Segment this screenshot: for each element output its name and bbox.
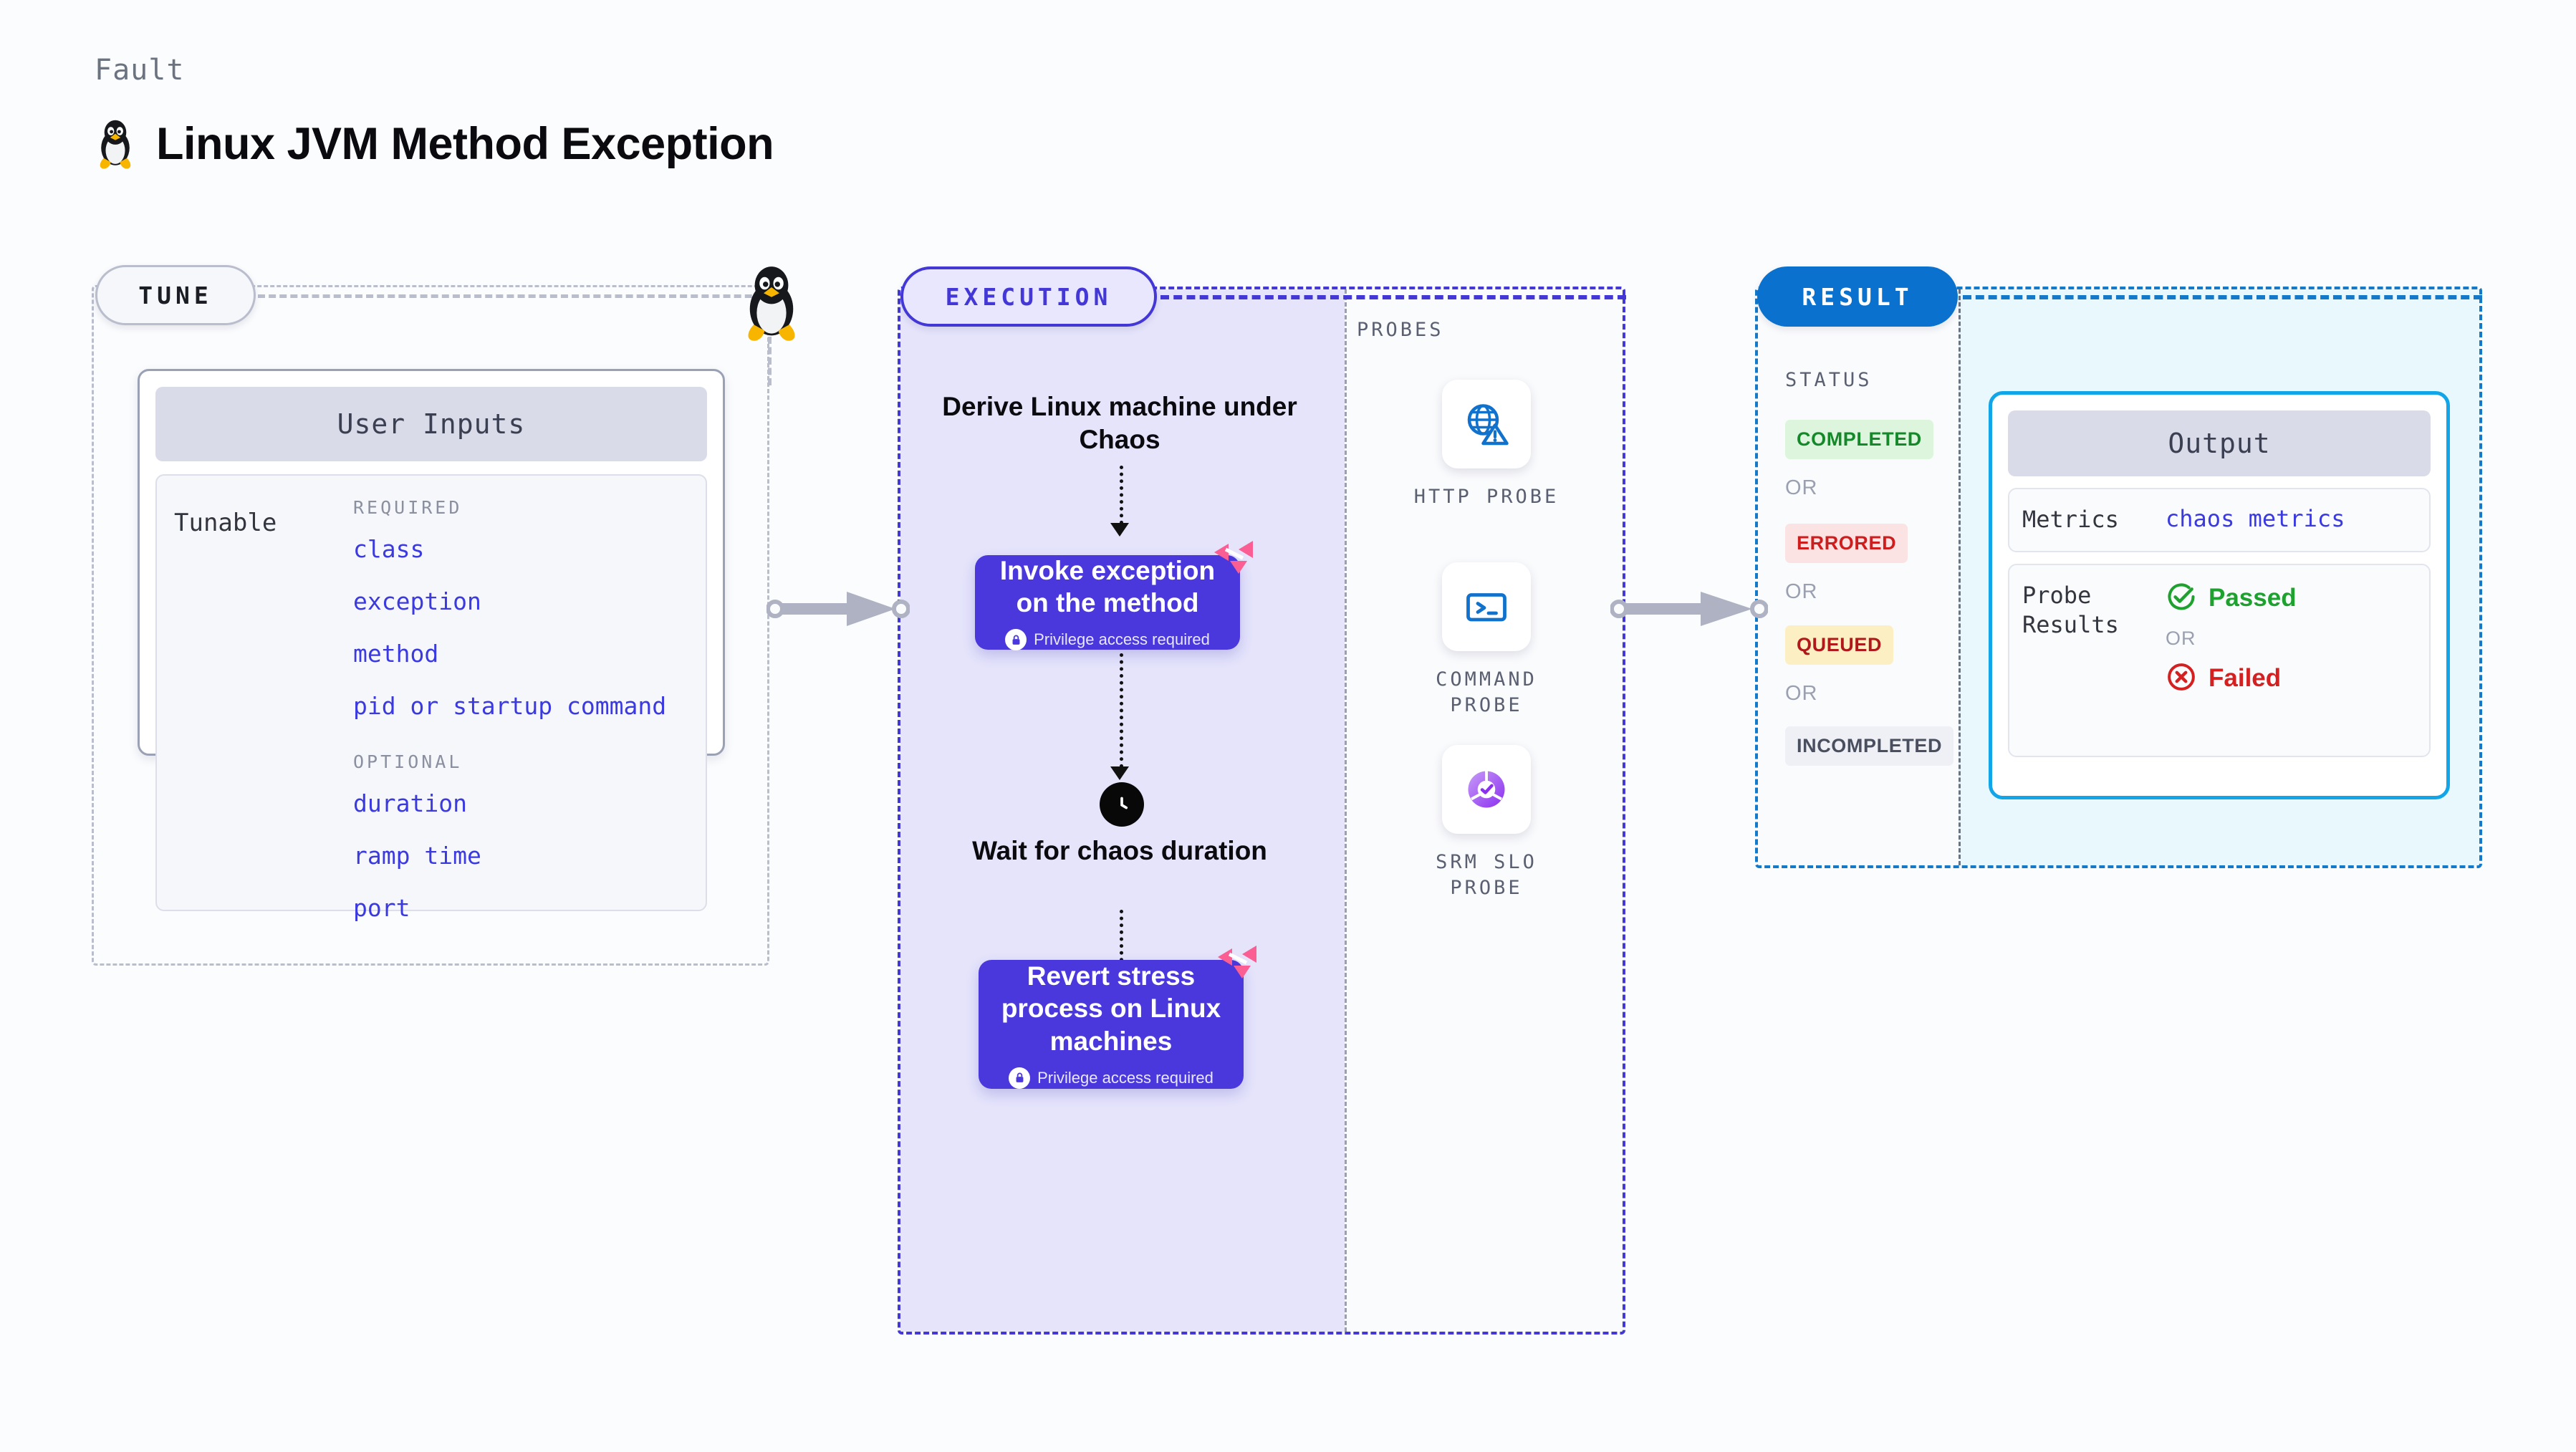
terminal-prompt-icon [1442,562,1531,651]
execution-step-derive-machine: Derive Linux machine under Chaos [942,392,1297,455]
execution-stage-badge[interactable]: EXECUTION [900,266,1157,327]
result-stage-badge[interactable]: RESULT [1757,266,1958,327]
status-badge-completed: COMPLETED [1785,420,1933,459]
probe-label-http: HTTP PROBE [1413,486,1559,508]
execution-arrowhead-2 [1110,766,1129,780]
output-probe-results-values: Passed OR Failed [2166,581,2297,740]
output-card: Output Metrics chaos metrics Probe Resul… [1989,391,2450,799]
fault-title-row: Linux JVM Method Exception [95,118,774,170]
probe-result-passed-label: Passed [2209,584,2297,612]
user-inputs-card: User Inputs Tunable REQUIRED class excep… [138,369,725,922]
probe-result-passed: Passed [2166,581,2297,616]
status-or-3: OR [1785,682,1818,705]
probe-result-or: OR [2166,627,2196,649]
probes-title: PROBES [1357,319,1444,341]
output-card-header: Output [2008,410,2431,476]
status-title: STATUS [1785,369,1873,391]
flow-arrow-tune-to-execution [766,587,910,634]
execution-connector-2 [1120,653,1123,768]
result-connector-dash [1963,295,2482,299]
x-circle-icon [2166,661,2197,696]
execution-node-revert-stress[interactable]: Revert stress process on Linux machines … [979,946,1256,1089]
output-metrics-row: Metrics chaos metrics [2008,488,2431,552]
user-inputs-header: User Inputs [155,387,707,461]
slo-donut-check-icon [1442,745,1531,834]
flow-arrow-execution-to-result [1610,587,1769,634]
lock-icon [1009,1067,1031,1089]
probe-item-srm-slo[interactable]: SRM SLO PROBE [1397,745,1576,902]
linux-penguin-icon [95,118,136,170]
clock-icon [1100,782,1144,827]
output-metrics-label: Metrics [2022,506,2119,533]
execution-node-revert-stress-sub: Privilege access required [1009,1067,1213,1089]
probe-result-failed-label: Failed [2209,664,2282,693]
page-title: Linux JVM Method Exception [156,119,774,169]
tunable-item-method[interactable]: method [353,640,439,668]
tunable-item-ramp-time[interactable]: ramp time [353,842,481,870]
tunable-item-pid-or-startup-command[interactable]: pid or startup command [353,692,667,720]
tunable-label: Tunable [174,509,277,537]
execution-node-invoke-exception[interactable]: Invoke exception on the method Privilege… [975,541,1253,651]
tune-linux-penguin-icon [732,264,811,342]
probe-label-srm-slo: SRM SLO PROBE [1436,851,1537,900]
status-or-1: OR [1785,476,1818,499]
harness-chaos-ribbon-icon [1211,537,1259,581]
tune-penguin-connector [768,337,772,385]
execution-node-invoke-exception-title: Invoke exception on the method [999,555,1216,617]
status-or-2: OR [1785,580,1818,603]
tunable-item-class[interactable]: class [353,535,425,563]
check-circle-icon [2166,581,2197,616]
harness-chaos-ribbon-icon [1215,941,1262,986]
tunable-box: Tunable REQUIRED class exception method … [155,474,707,922]
execution-connector-3 [1120,910,1123,968]
tunable-item-duration[interactable]: duration [353,789,467,817]
probe-item-http[interactable]: HTTP PROBE [1397,380,1576,510]
tunable-list: REQUIRED class exception method pid or s… [353,497,667,922]
status-output-divider [1959,289,1961,865]
group-title-required: REQUIRED [353,497,463,518]
status-fill [1758,289,1959,865]
probe-result-failed: Failed [2166,661,2297,696]
execution-node-revert-stress-title: Revert stress process on Linux machines [1001,961,1221,1056]
output-probe-results-row: Probe Results Passed OR [2008,563,2431,757]
lock-icon [1005,629,1027,651]
execution-region [898,287,1625,1335]
tune-region [92,285,769,966]
globe-warning-icon [1442,380,1531,468]
execution-connector-1 [1120,466,1123,524]
execution-node-invoke-exception-sub-text: Privilege access required [1034,630,1210,649]
tunable-item-exception[interactable]: exception [353,587,481,615]
fault-eyebrow-label: Fault [95,54,185,87]
execution-node-invoke-exception-sub: Privilege access required [1005,629,1210,651]
probe-label-command: COMMAND PROBE [1436,668,1537,717]
output-probe-results-label: Probe Results [2022,581,2119,639]
status-badge-errored: ERRORED [1785,524,1908,563]
group-title-optional: OPTIONAL [353,751,463,772]
probe-item-command[interactable]: COMMAND PROBE [1397,562,1576,719]
execution-connector-dash [1160,295,1626,299]
execution-probes-divider [1345,289,1347,1332]
status-badge-queued: QUEUED [1785,625,1894,665]
execution-node-revert-stress-sub-text: Privilege access required [1037,1068,1213,1087]
status-badge-incompleted: INCOMPLETED [1785,726,1954,766]
tune-stage-badge[interactable]: TUNE [95,265,256,325]
tunable-item-port[interactable]: port [353,894,410,922]
tune-connector-dash [258,294,774,298]
output-metrics-value[interactable]: chaos metrics [2166,505,2345,532]
execution-step-wait-duration: Wait for chaos duration [972,836,1267,865]
execution-arrowhead-1 [1110,523,1129,537]
